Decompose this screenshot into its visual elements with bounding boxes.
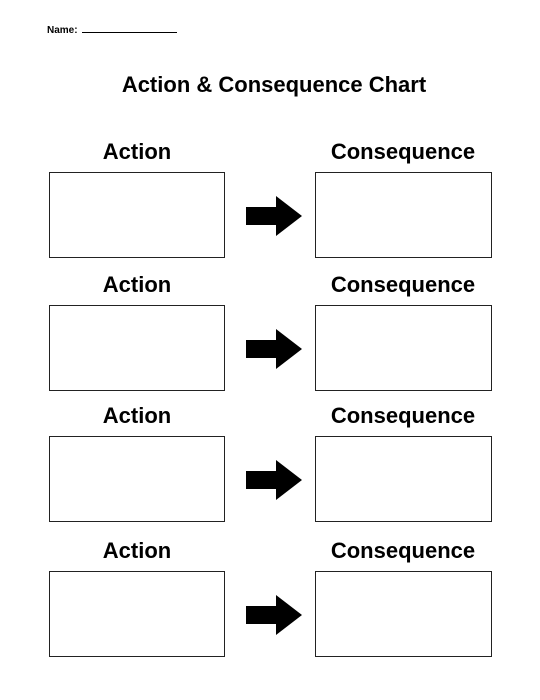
consequence-box[interactable] — [315, 305, 492, 391]
arrow-right-icon — [246, 196, 302, 236]
action-box[interactable] — [49, 172, 225, 258]
consequence-heading: Consequence — [330, 538, 476, 563]
consequence-box[interactable] — [315, 172, 492, 258]
action-heading: Action — [102, 272, 172, 297]
action-box[interactable] — [49, 436, 225, 522]
consequence-heading: Consequence — [330, 272, 476, 297]
name-label: Name: — [47, 25, 78, 36]
name-blank-field[interactable] — [81, 22, 177, 33]
arrow-right-icon — [246, 460, 302, 500]
action-consequence-row: Action Consequence — [0, 272, 540, 402]
action-consequence-row: Action Consequence — [0, 403, 540, 533]
arrow-right-icon — [246, 595, 302, 635]
action-consequence-row: Action Consequence — [0, 538, 540, 668]
action-heading: Action — [102, 538, 172, 563]
page-title: Action & Consequence Chart — [121, 72, 427, 97]
arrow-right-icon — [246, 329, 302, 369]
consequence-heading: Consequence — [330, 139, 476, 164]
consequence-box[interactable] — [315, 436, 492, 522]
action-consequence-row: Action Consequence — [0, 139, 540, 269]
consequence-box[interactable] — [315, 571, 492, 657]
name-line: Name: — [47, 22, 177, 36]
action-box[interactable] — [49, 571, 225, 657]
action-heading: Action — [102, 139, 172, 164]
action-heading: Action — [102, 403, 172, 428]
consequence-heading: Consequence — [330, 403, 476, 428]
action-box[interactable] — [49, 305, 225, 391]
